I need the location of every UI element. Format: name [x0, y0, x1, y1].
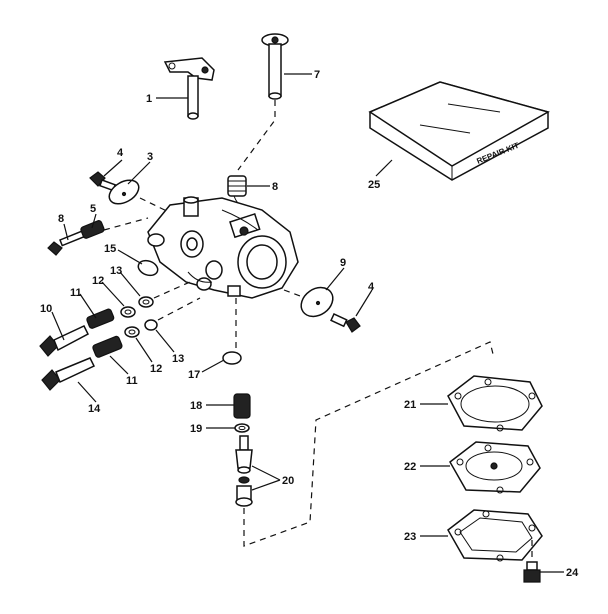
screw-24 — [523, 540, 541, 583]
callout-12-upper: 12 — [92, 275, 104, 287]
cover-23 — [447, 509, 543, 562]
callout-13-lower: 13 — [172, 353, 184, 365]
callout-3: 3 — [147, 151, 153, 163]
spring-5 — [80, 220, 105, 239]
washer-13-upper — [138, 296, 154, 308]
callout-4-upper: 4 — [117, 147, 124, 159]
spring-11-upper — [86, 308, 115, 329]
callout-14: 14 — [88, 403, 101, 415]
washer-12-upper — [120, 306, 136, 318]
callout-21: 21 — [404, 399, 416, 411]
spring-18 — [233, 393, 251, 419]
callout-24: 24 — [566, 567, 579, 579]
inlet-seat-20 — [235, 476, 253, 507]
callout-23: 23 — [404, 531, 416, 543]
screw-4-upper — [89, 171, 117, 192]
callout-13-upper: 13 — [110, 265, 122, 277]
callout-22: 22 — [404, 461, 416, 473]
callout-7: 7 — [314, 69, 320, 81]
washer-19 — [234, 423, 250, 433]
callout-5: 5 — [90, 203, 96, 215]
throttle-shutter — [108, 179, 140, 205]
callout-20: 20 — [282, 475, 294, 487]
callout-10: 10 — [40, 303, 52, 315]
callout-11-lower: 11 — [126, 375, 138, 387]
mixture-needle-14 — [41, 357, 96, 391]
callout-1: 1 — [146, 93, 152, 105]
spring-8-upper — [227, 175, 247, 207]
callout-8-upper: 8 — [272, 181, 278, 193]
spring-11-lower — [92, 335, 123, 358]
gasket-21 — [447, 375, 543, 432]
callout-25: 25 — [368, 179, 380, 191]
callout-11-upper: 11 — [70, 287, 82, 299]
washer-13-lower — [144, 319, 158, 331]
leader-lines — [51, 73, 564, 573]
callout-19: 19 — [190, 423, 202, 435]
choke-lever — [261, 33, 289, 100]
callout-18: 18 — [190, 400, 202, 412]
callout-15: 15 — [104, 243, 116, 255]
callout-9: 9 — [340, 257, 346, 269]
plug-17 — [222, 351, 242, 365]
carburetor-body — [147, 196, 299, 299]
throttle-lever — [163, 57, 215, 120]
welch-plug-15 — [137, 259, 159, 277]
inlet-needle-20 — [235, 435, 253, 474]
callout-labels: 1 7 4 3 8 25 8 5 15 13 12 11 9 4 10 13 1… — [40, 69, 579, 579]
choke-shutter — [300, 286, 334, 318]
callout-8-left: 8 — [58, 213, 64, 225]
callout-4-lower: 4 — [368, 281, 375, 293]
washer-12-lower — [124, 326, 140, 338]
repair-kit-box: REPAIR KIT — [368, 81, 550, 181]
diaphragm-22 — [449, 441, 541, 494]
mixture-needle-10 — [39, 325, 89, 357]
callout-12-lower: 12 — [150, 363, 162, 375]
screw-4-lower — [330, 313, 361, 333]
callout-17: 17 — [188, 369, 200, 381]
